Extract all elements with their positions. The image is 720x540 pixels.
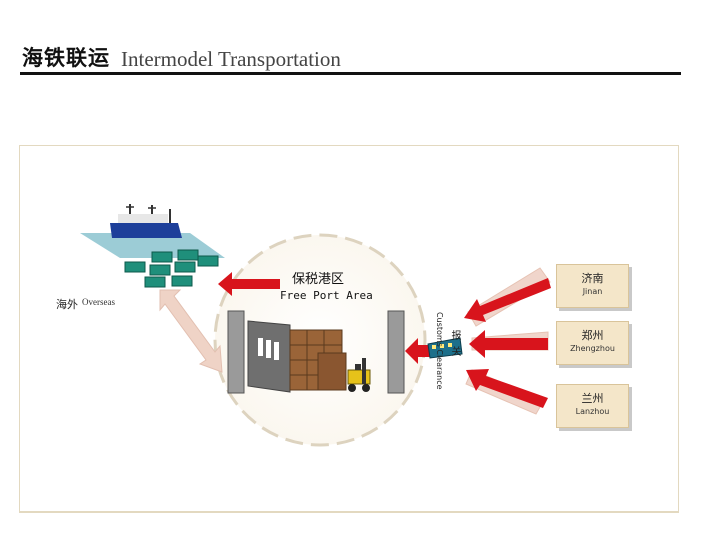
city-label-cn: 郑州 bbox=[581, 329, 604, 342]
city-label-en: Lanzhou bbox=[575, 407, 610, 416]
forklift-icon bbox=[347, 358, 371, 392]
customs-label-cn: 报关 bbox=[449, 330, 460, 362]
overseas-link-arrow bbox=[159, 289, 223, 373]
arrow-from-zhengzhou bbox=[469, 330, 548, 358]
title-underline bbox=[20, 72, 681, 75]
city-box-jinan: 济南 Jinan bbox=[556, 264, 629, 308]
city-label-en: Zhengzhou bbox=[570, 344, 615, 353]
overseas-label-en: Overseas bbox=[82, 297, 115, 307]
left-gate bbox=[227, 310, 245, 394]
free-port-label-cn: 保税港区 bbox=[292, 272, 345, 287]
arrow-from-lanzhou bbox=[466, 369, 548, 408]
city-box-lanzhou: 兰州 Lanzhou bbox=[556, 384, 629, 428]
city-label-cn: 济南 bbox=[581, 272, 604, 285]
train-icon bbox=[427, 337, 463, 359]
page-title-cn: 海铁联运 bbox=[22, 46, 110, 70]
warehouse-icon bbox=[247, 320, 347, 393]
city-label-en: Jinan bbox=[582, 287, 603, 296]
ship-icon bbox=[80, 204, 225, 258]
customs-label-en: Customs Clearance bbox=[435, 312, 444, 390]
customs-entry-arrow bbox=[405, 338, 440, 364]
page-title-en: Intermodel Transportation bbox=[121, 47, 341, 71]
city-box-zhengzhou: 郑州 Zhengzhou bbox=[556, 321, 629, 365]
arrow-from-jinan bbox=[464, 278, 551, 322]
city-label-cn: 兰州 bbox=[581, 392, 604, 405]
import-arrow bbox=[218, 272, 280, 296]
free-port-label-en: Free Port Area bbox=[280, 289, 373, 302]
overseas-label-cn: 海外 bbox=[56, 298, 78, 311]
right-gate bbox=[387, 310, 405, 394]
container-stack-icon bbox=[124, 249, 219, 288]
